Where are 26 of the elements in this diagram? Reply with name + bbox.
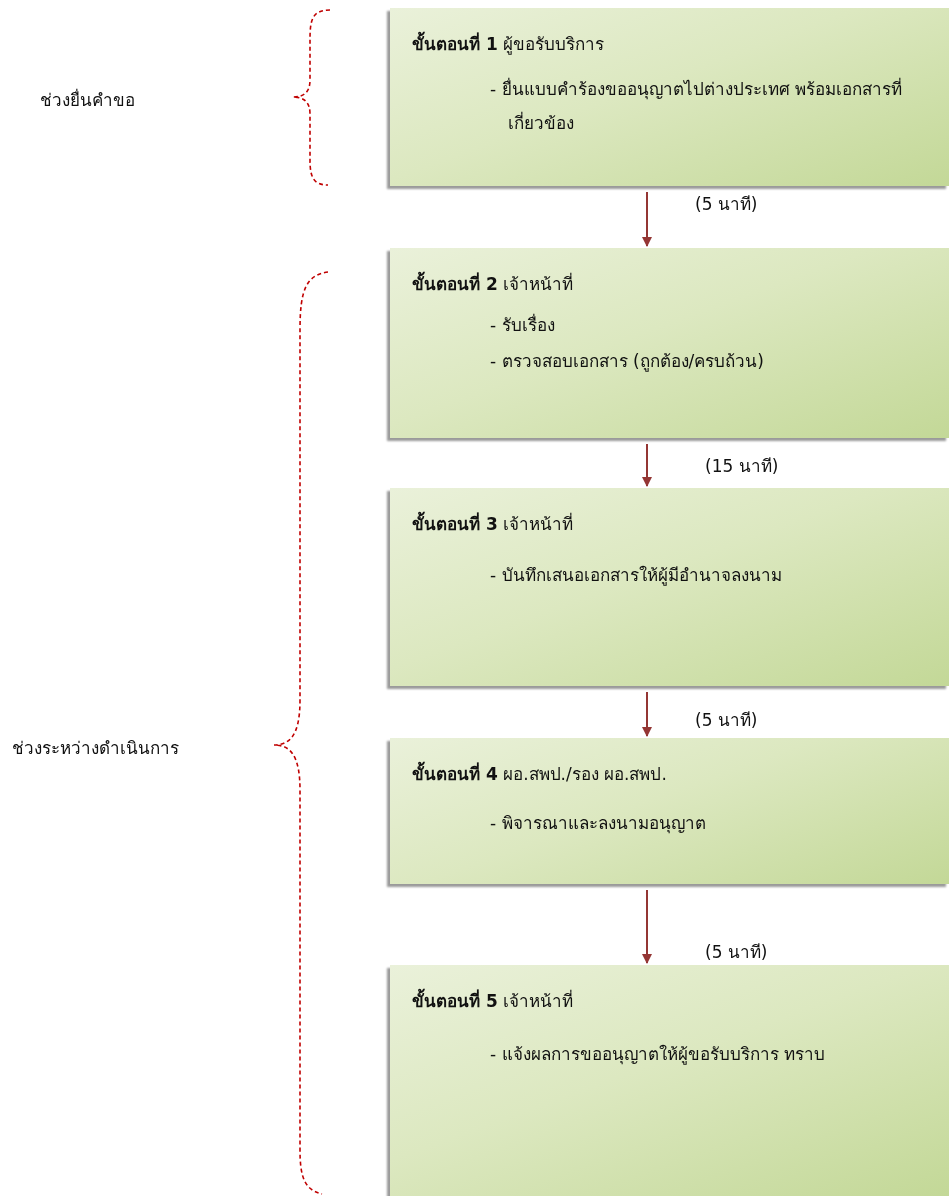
step-heading: ขั้นตอนที่ 4 ผอ.สพป./รอง ผอ.สพป. [412,760,667,787]
process-box [390,248,949,438]
phase-label: ช่วงยื่นคำขอ [40,87,135,112]
arrow [642,443,652,487]
arrow [642,191,652,247]
phase-label: ช่วงระหว่างดำเนินการ [12,737,179,760]
step-item: - รับเรื่อง [490,312,556,337]
process-box [390,738,949,884]
process-box [390,965,949,1196]
step-item: - ตรวจสอบเอกสาร (ถูกต้อง/ครบถ้วน) [490,350,765,374]
edge-label: (5 นาที) [705,941,768,964]
step-item: - พิจารณาและลงนามอนุญาต [490,812,707,836]
arrow [642,691,652,737]
step-item: - ยื่นแบบคำร้องขออนุญาตไปต่างประเทศ พร้อมเอกสารที่เกี่ยวข้อง [490,76,903,135]
step-item: - บันทึกเสนอเอกสารให้ผู้มีอำนาจลงนาม [490,564,783,588]
edge-label: (5 นาที) [695,709,758,732]
step-heading: ขั้นตอนที่ 2 เจ้าหน้าที่ [412,270,574,297]
step-heading: ขั้นตอนที่ 3 เจ้าหน้าที่ [412,510,574,537]
arrow [642,889,652,964]
process-box [390,8,949,186]
step-heading: ขั้นตอนที่ 1 ผู้ขอรับบริการ [412,30,605,57]
process-box [390,488,949,686]
step-heading: ขั้นตอนที่ 5 เจ้าหน้าที่ [412,987,574,1014]
edge-label: (5 นาที) [695,193,758,216]
step-item: - แจ้งผลการขออนุญาตให้ผู้ขอรับบริการ ทราบ [490,1043,826,1067]
edge-label: (15 นาที) [705,455,779,478]
